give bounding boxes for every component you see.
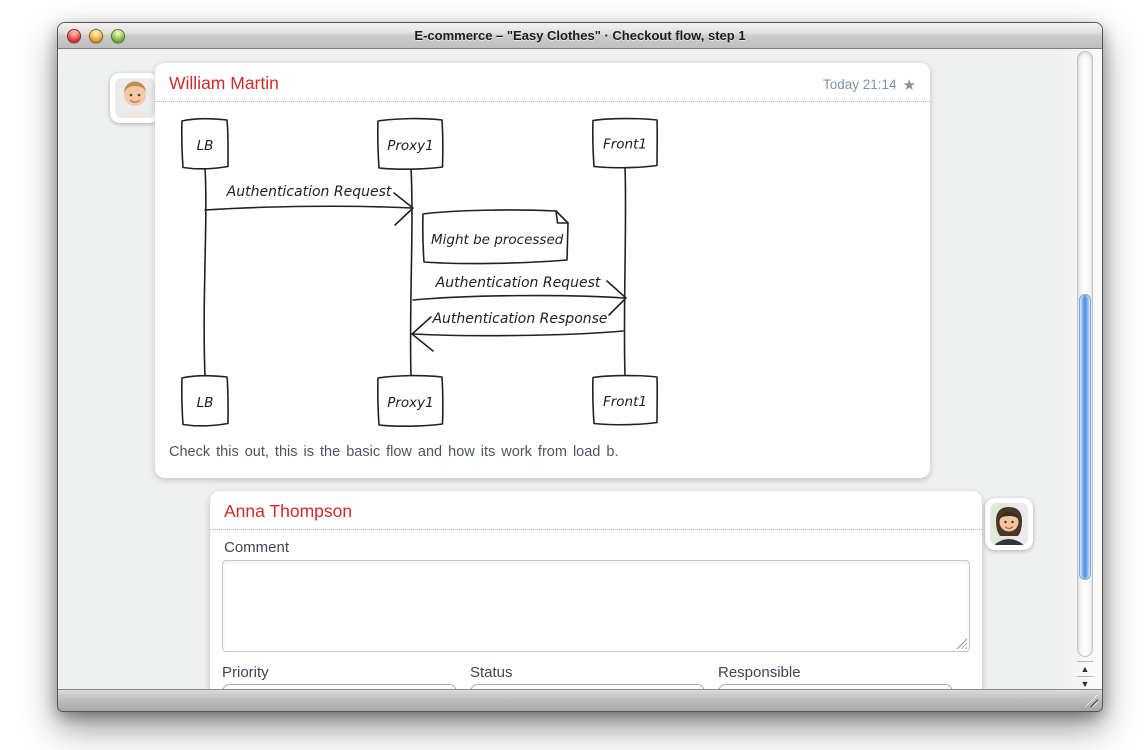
message-arrow (413, 330, 624, 337)
participant-box (181, 375, 229, 427)
participant-label: Proxy1 (387, 395, 434, 411)
minimize-button[interactable] (89, 29, 103, 43)
priority-field: Priority 3 (Normal) ▲▼ (222, 664, 457, 689)
message-label: Authentication Response (431, 311, 607, 327)
scrollbar-arrows: ▲ ▼ (1077, 661, 1093, 689)
scrollbar-thumb[interactable] (1079, 294, 1091, 580)
window-content: William Martin Today 21:14 ★ LB Proxy1 F… (58, 49, 1102, 689)
participant-label: LB (197, 138, 214, 154)
lifeline (203, 167, 207, 377)
message-arrow (412, 294, 625, 301)
avatar-photo (115, 78, 155, 118)
participant-label: Proxy1 (387, 138, 434, 154)
participant-label: Front1 (603, 137, 647, 153)
arrow-up-icon: ▲ (1080, 664, 1090, 674)
avatar-photo (990, 503, 1028, 545)
form-fields-row: Priority 3 (Normal) ▲▼ Status New ▲▼ (210, 664, 982, 689)
responsible-select[interactable]: Alice Hill ▲▼ (718, 684, 953, 689)
sequence-diagram: LB Proxy1 Front1 Authentication Request … (181, 117, 659, 428)
participant-box (592, 374, 659, 426)
post-timestamp: Today 21:14 (822, 77, 897, 92)
star-icon[interactable]: ★ (902, 76, 916, 94)
comment-form-card: Anna Thompson Comment Priority 3 (Normal… (210, 491, 982, 689)
status-field: Status New ▲▼ (470, 664, 705, 689)
lifeline (623, 165, 627, 377)
note-label: Might be processed (431, 232, 564, 248)
message-arrow (204, 205, 413, 211)
anna-avatar (985, 498, 1033, 550)
participant-label: LB (197, 395, 214, 411)
window-titlebar[interactable]: E-commerce – "Easy Clothes" · Checkout f… (58, 23, 1102, 49)
participant-box (377, 117, 444, 171)
window-bottom-bar (58, 689, 1102, 711)
message-label: Authentication Request (435, 275, 601, 291)
arrowhead (393, 192, 414, 226)
arrowhead (606, 280, 627, 316)
participant-box (377, 374, 444, 428)
post-card: William Martin Today 21:14 ★ LB Proxy1 F… (155, 63, 930, 478)
note (422, 209, 569, 265)
status-label: Status (470, 664, 513, 681)
lifeline (409, 167, 413, 377)
zoom-button[interactable] (111, 29, 125, 43)
arrow-down-icon: ▼ (1080, 679, 1090, 689)
window-title: E-commerce – "Easy Clothes" · Checkout f… (414, 28, 746, 43)
participant-box (181, 118, 229, 170)
arrowhead (411, 316, 434, 352)
scroll-up-button[interactable]: ▲ (1077, 661, 1093, 676)
scrollbar-track[interactable] (1077, 51, 1093, 657)
message-label: Authentication Request (226, 184, 392, 200)
post-author: William Martin (169, 73, 279, 93)
mac-window: E-commerce – "Easy Clothes" · Checkout f… (57, 22, 1103, 712)
form-author: Anna Thompson (224, 501, 353, 521)
window-resize-grip[interactable] (1084, 693, 1098, 707)
comment-textarea[interactable] (222, 560, 970, 652)
post-body-text: Check this out, this is the basic flow a… (169, 444, 619, 460)
post-header: William Martin Today 21:14 ★ (155, 63, 930, 102)
priority-label: Priority (222, 664, 269, 681)
comment-label: Comment (224, 539, 290, 556)
responsible-field: Responsible Alice Hill ▲▼ (718, 664, 953, 689)
william-avatar (110, 73, 160, 123)
participant-box (592, 117, 659, 169)
close-button[interactable] (67, 29, 81, 43)
participant-label: Front1 (603, 394, 647, 410)
traffic-lights (67, 29, 125, 43)
note-fold (555, 210, 569, 224)
form-header: Anna Thompson (210, 491, 982, 530)
scroll-down-button[interactable]: ▼ (1077, 676, 1093, 689)
status-select[interactable]: New ▲▼ (470, 684, 705, 689)
priority-select[interactable]: 3 (Normal) ▲▼ (222, 684, 457, 689)
responsible-label: Responsible (718, 664, 801, 681)
